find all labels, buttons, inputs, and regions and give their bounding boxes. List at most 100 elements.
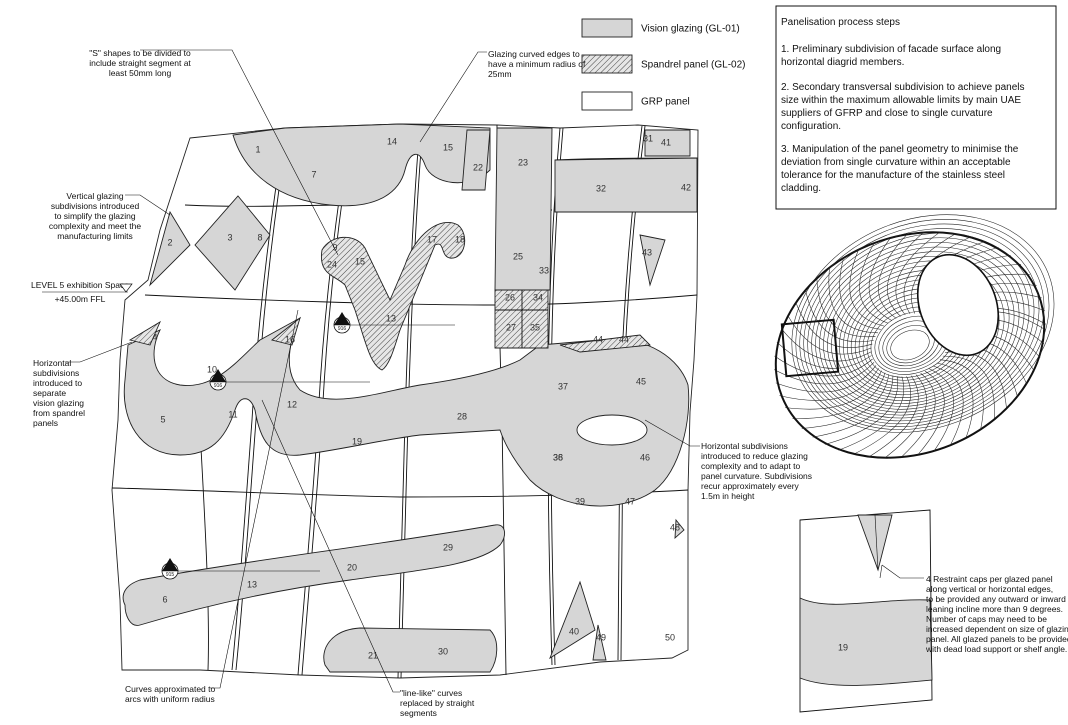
legend-swatch-spandrel-panel <box>581 54 633 74</box>
process-step-2-line-2: size within the maximum allowable limits… <box>781 95 1021 106</box>
svg-text:panel. All glazed panels to be: panel. All glazed panels to be provided <box>926 634 1068 644</box>
panel-number: 14 <box>387 136 397 146</box>
annotation-curves-arcs: Curves approximated to arcs with uniform… <box>125 309 299 704</box>
svg-text:Horizontal subdivisions: Horizontal subdivisions <box>701 441 788 451</box>
panel-number: 19 <box>838 642 848 652</box>
panel-number: 37 <box>558 381 568 391</box>
process-title: Panelisation process steps <box>781 17 900 28</box>
svg-text:2: 2 <box>341 319 344 325</box>
svg-text:"S" shapes to be divided to: "S" shapes to be divided to <box>89 48 191 58</box>
svg-text:separate: separate <box>33 388 66 398</box>
process-step-1-line-2: horizontal diagrid members. <box>781 57 904 68</box>
process-step-1-line-1: 1. Preliminary subdivision of facade sur… <box>781 44 1001 55</box>
panel-number: 38 <box>553 452 563 462</box>
process-step-2-line-3: suppliers of GFRP and close to single cu… <box>781 108 993 119</box>
panel-number: 8 <box>257 232 262 242</box>
panel-number: 29 <box>443 542 453 552</box>
svg-text:"line-like" curves: "line-like" curves <box>400 688 462 698</box>
svg-text:leaning incline more than 9 de: leaning incline more than 9 degrees. <box>926 604 1063 614</box>
svg-text:least 50mm long: least 50mm long <box>109 68 172 78</box>
legend-label-vision-glazing: Vision glazing (GL-01) <box>641 24 740 35</box>
glazing-panel <box>122 524 506 626</box>
panel-number: 16 <box>285 334 295 344</box>
annotation-vertical-glazing: Vertical glazing subdivisions introduced… <box>49 191 171 241</box>
panel-number: 12 <box>287 399 297 409</box>
svg-text:complexity and to adapt to: complexity and to adapt to <box>701 461 801 471</box>
panel-number: 3 <box>227 232 232 242</box>
panel-number: 22 <box>473 162 483 172</box>
svg-text:25mm: 25mm <box>488 69 512 79</box>
panel-number: 47 <box>625 496 635 506</box>
panel-number: 42 <box>681 182 691 192</box>
panel-number: 50 <box>665 632 675 642</box>
svg-text:subdivisions introduced: subdivisions introduced <box>51 201 140 211</box>
panel-number: 34 <box>533 292 543 302</box>
glazing-panel <box>461 129 491 191</box>
panel-number: 1 <box>255 144 260 154</box>
legend: Vision glazing (GL-01) Spandrel panel (G… <box>581 18 746 111</box>
panel-number: 21 <box>368 650 378 660</box>
panel-number: 13 <box>247 579 257 589</box>
section-mark: 1 916 <box>209 369 370 391</box>
svg-text:Number of caps may need to be: Number of caps may need to be <box>926 614 1047 624</box>
svg-text:along vertical or horizontal e: along vertical or horizontal edges, <box>926 584 1053 594</box>
panel-number: 44 <box>619 334 629 344</box>
section-mark: 1 915 <box>161 558 320 580</box>
glazing-panel <box>592 624 607 661</box>
panel-number: 25 <box>513 251 523 261</box>
panel-number: 30 <box>438 646 448 656</box>
panel-number: 39 <box>575 496 585 506</box>
panel-number: 45 <box>636 376 646 386</box>
panel-number: 31 <box>643 133 653 143</box>
panel-number: 36 <box>553 452 563 462</box>
svg-text:Curves approximated to: Curves approximated to <box>125 684 216 694</box>
annotation-horizontal-left: Horizontal subdivisions introduced to se… <box>33 341 133 428</box>
panel-number: 4 <box>152 332 157 342</box>
panel-number: 9 <box>332 242 337 252</box>
section-mark: 2 916 <box>333 312 455 334</box>
svg-text:with dead load support or shel: with dead load support or shelf angle. <box>925 644 1067 654</box>
panel-number: 15 <box>355 256 365 266</box>
svg-text:include straight segment at: include straight segment at <box>89 58 191 68</box>
svg-text:Horizontal: Horizontal <box>33 358 71 368</box>
legend-label-grp-panel: GRP panel <box>641 97 690 108</box>
process-step-3-line-3: tolerance for the manufacture of the sta… <box>781 170 1005 181</box>
annotation-level: LEVEL 5 exhibition Space +45.00m FFL <box>31 280 133 304</box>
glazing-panel <box>639 234 666 287</box>
svg-text:LEVEL 5 exhibition Space: LEVEL 5 exhibition Space <box>31 280 129 290</box>
svg-text:complexity and meet the: complexity and meet the <box>49 221 141 231</box>
annotation-glazing-edges: Glazing curved edges to have a minimum r… <box>419 49 586 143</box>
panel-number: 48 <box>670 522 680 532</box>
svg-text:arcs with uniform radius: arcs with uniform radius <box>125 694 215 704</box>
panel-number: 17 <box>427 234 437 244</box>
spandrel-panel <box>494 289 549 349</box>
glazing-panel <box>194 195 271 291</box>
panel-number: 18 <box>455 234 465 244</box>
panel-number: 7 <box>311 169 316 179</box>
svg-text:from spandrel: from spandrel <box>33 408 85 418</box>
panel-number: 10 <box>207 364 217 374</box>
grid-line <box>199 429 209 671</box>
svg-text:916: 916 <box>214 383 223 389</box>
facade-panel-layout: 1 2 3 4 5 6 7 8 9 10 11 12 13 14 15 16 1… <box>111 123 699 679</box>
spandrel-panel <box>270 316 301 346</box>
process-step-3-line-2: deviation from single curvature within a… <box>781 157 1011 168</box>
svg-text:vision glazing: vision glazing <box>33 398 84 408</box>
grid-line <box>144 294 698 306</box>
svg-text:introduced to reduce glazing: introduced to reduce glazing <box>701 451 808 461</box>
process-step-3-line-4: cladding. <box>781 183 821 194</box>
svg-text:to simplify the glazing: to simplify the glazing <box>54 211 136 221</box>
svg-text:manufacturing limits: manufacturing limits <box>57 231 133 241</box>
panel-number: 28 <box>457 411 467 421</box>
glazing-panel <box>323 627 498 673</box>
panel-number: 49 <box>596 632 606 642</box>
panel-number: 15 <box>443 142 453 152</box>
panel-number: 33 <box>539 265 549 275</box>
annotation-s-shapes: "S" shapes to be divided to include stra… <box>89 48 339 256</box>
process-step-3-line-1: 3. Manipulation of the panel geometry to… <box>781 144 1019 155</box>
svg-text:panels: panels <box>33 418 58 428</box>
panel-number: 26 <box>505 292 515 302</box>
spandrel-panel <box>128 320 161 346</box>
glazing-panel <box>149 210 191 287</box>
